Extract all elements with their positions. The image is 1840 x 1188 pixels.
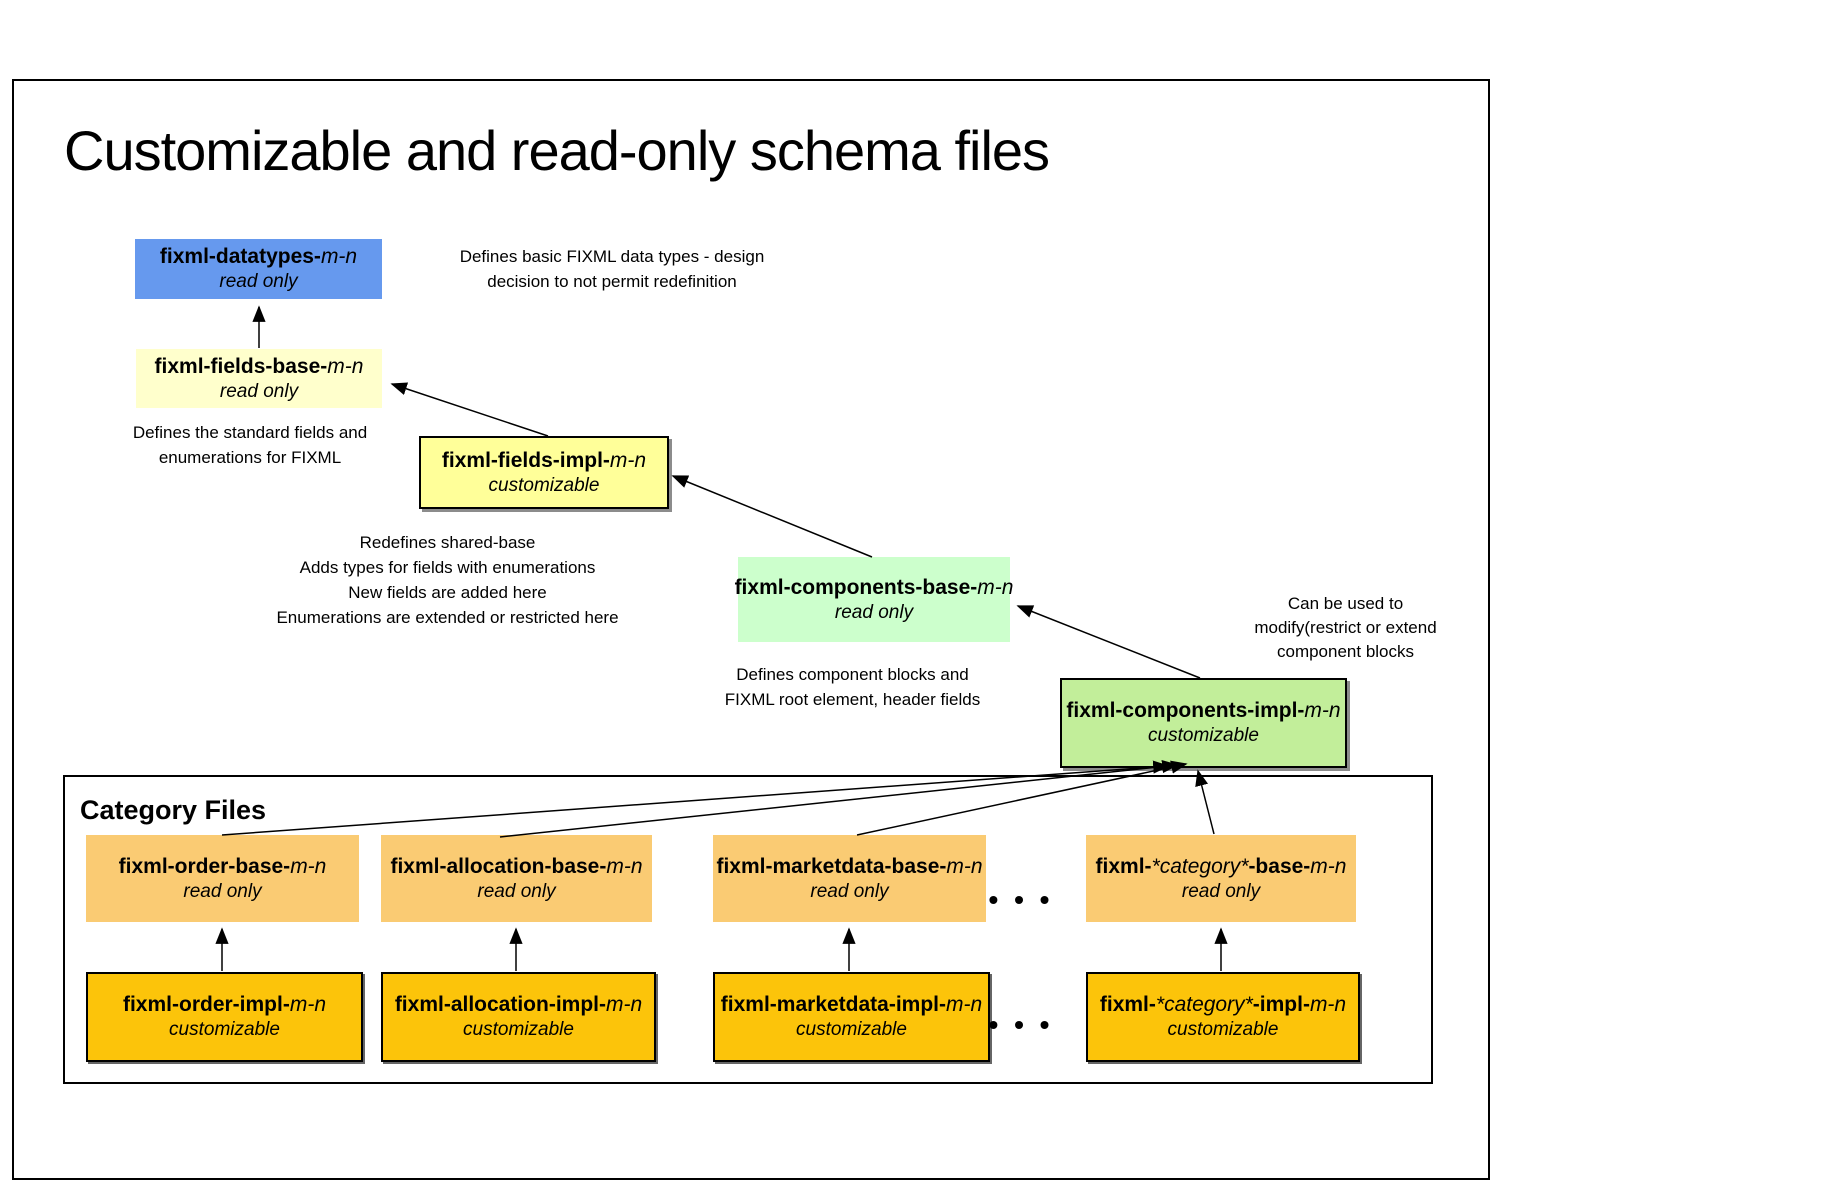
node-label: fixml-datatypes-m-n [159,245,358,268]
note-line: FIXML root element, header fields [724,690,981,709]
note-line: Enumerations are extended or restricted … [276,608,619,627]
node-fixml-fields-base: fixml-fields-base-m-n read only [136,349,382,408]
note-components-base: Defines component blocks and FIXML root … [650,662,1055,712]
node-label: fixml-allocation-base-m-n [390,854,643,878]
page-title: Customizable and read-only schema files [64,119,1050,182]
node-fixml-order-base: fixml-order-base-m-n read only [86,835,359,922]
node-status: customizable [1167,1019,1279,1041]
node-status: customizable [169,1019,280,1041]
node-status: customizable [796,1019,907,1041]
node-label: fixml-allocation-impl-m-n [394,993,643,1016]
node-label: fixml-fields-base-m-n [154,354,364,378]
ellipsis-base-row: • • • [988,884,1054,915]
node-fixml-marketdata-impl: fixml-marketdata-impl-m-n customizable [713,972,990,1062]
node-status: read only [183,880,262,902]
node-status: read only [834,601,914,623]
node-fixml-components-impl: fixml-components-impl-m-n customizable [1060,678,1347,768]
node-fixml-category-base: fixml-*category*-base-m-n read only [1086,835,1356,922]
ellipsis-impl-row: • • • [988,1009,1054,1040]
note-line: Can be used to [1287,594,1404,613]
node-fixml-fields-impl: fixml-fields-impl-m-n customizable [419,436,669,509]
node-fixml-allocation-impl: fixml-allocation-impl-m-n customizable [381,972,656,1062]
category-files-heading: Category Files [80,795,267,825]
note-line: decision to not permit redefinition [487,272,737,291]
note-line: Redefines shared-base [359,533,536,552]
node-status: customizable [463,1019,574,1041]
node-fixml-components-base: fixml-components-base-m-n read only [735,557,1013,642]
node-label: fixml-*category*-base-m-n [1095,854,1347,878]
note-line: modify(restrict or extend [1254,618,1437,637]
node-label: fixml-components-impl-m-n [1066,699,1341,722]
note-line: Defines component blocks and [736,665,969,684]
node-status: customizable [488,474,600,496]
note-line: component blocks [1276,642,1415,661]
note-datatypes: Defines basic FIXML data types - design … [412,244,812,294]
node-fixml-order-impl: fixml-order-impl-m-n customizable [86,972,363,1062]
note-line: Defines basic FIXML data types - design [459,247,765,266]
node-fixml-datatypes: fixml-datatypes-m-n read only [135,239,382,299]
node-label: fixml-marketdata-base-m-n [716,854,983,878]
note-line: Defines the standard fields and [132,423,368,442]
node-status: read only [477,880,556,902]
node-status: read only [810,880,889,902]
note-fields-base: Defines the standard fields and enumerat… [95,420,405,470]
node-status: read only [219,380,299,402]
node-status: customizable [1148,725,1259,747]
note-fields-impl: Redefines shared-base Adds types for fie… [235,530,660,630]
note-line: enumerations for FIXML [158,448,342,467]
node-status: read only [1181,880,1261,902]
note-components-impl: Can be used to modify(restrict or extend… [1233,592,1458,664]
node-label: fixml-order-base-m-n [118,854,327,878]
note-line: New fields are added here [348,583,547,602]
node-fixml-allocation-base: fixml-allocation-base-m-n read only [381,835,652,922]
node-label: fixml-order-impl-m-n [122,993,326,1016]
node-label: fixml-*category*-impl-m-n [1099,993,1347,1016]
node-label: fixml-fields-impl-m-n [441,448,647,472]
node-status: read only [219,271,298,293]
node-fixml-category-impl: fixml-*category*-impl-m-n customizable [1086,972,1360,1062]
node-label: fixml-components-base-m-n [734,575,1014,599]
node-fixml-marketdata-base: fixml-marketdata-base-m-n read only [713,835,986,922]
note-line: Adds types for fields with enumerations [299,558,596,577]
node-label: fixml-marketdata-impl-m-n [720,993,983,1016]
